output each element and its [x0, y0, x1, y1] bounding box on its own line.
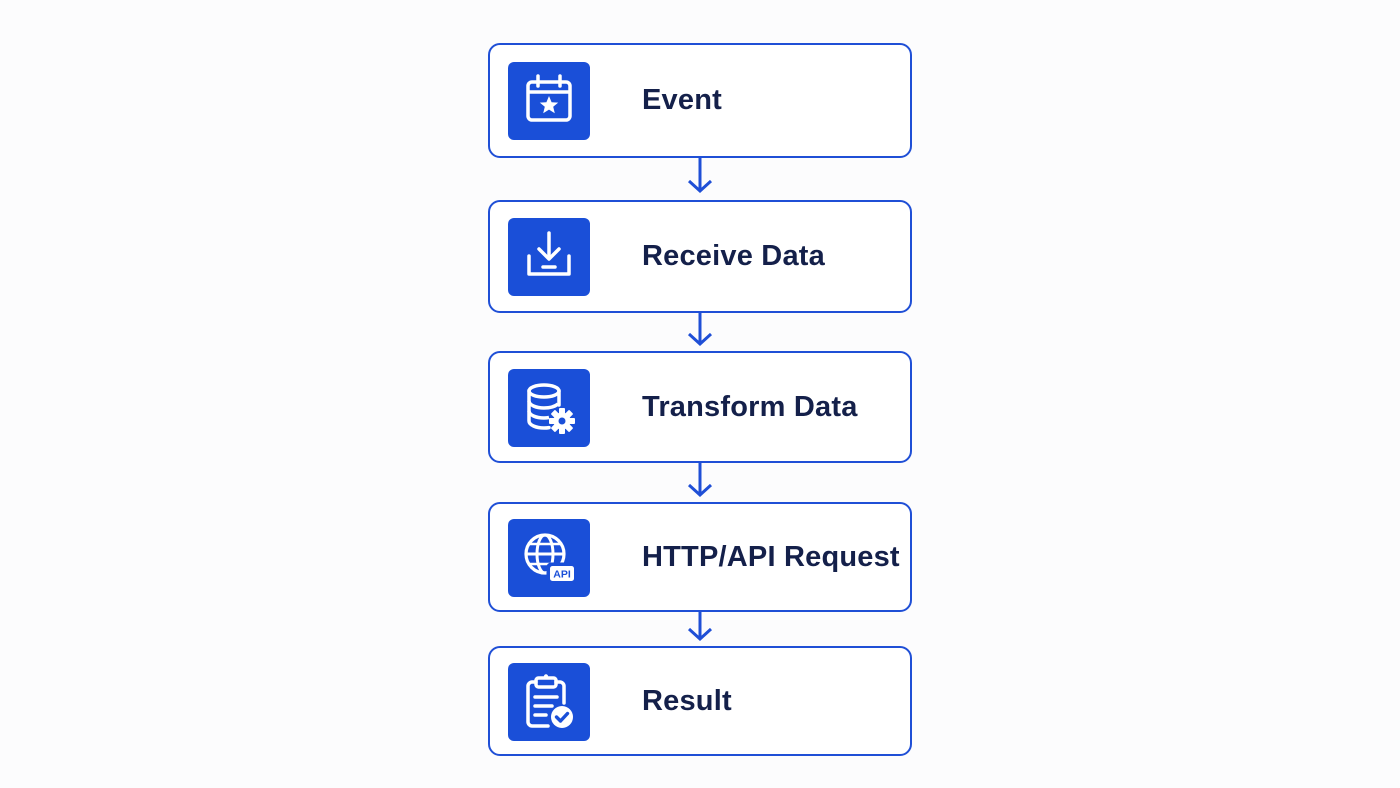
arrow-down-icon [687, 313, 713, 347]
database-gear-icon [508, 369, 590, 447]
step-label-result: Result [642, 684, 732, 717]
step-http-api-request: API HTTP/API Request [488, 502, 912, 612]
step-result: Result [488, 646, 912, 756]
download-tray-icon [508, 218, 590, 296]
arrow-down-icon [687, 463, 713, 498]
step-label-receive-data: Receive Data [642, 240, 825, 272]
calendar-star-icon [508, 62, 590, 140]
step-label-http-api-request: HTTP/API Request [642, 540, 900, 573]
clipboard-check-icon [508, 663, 590, 741]
step-event: Event [488, 43, 912, 158]
step-transform-data: Transform Data [488, 351, 912, 463]
step-label-event: Event [642, 84, 722, 116]
arrow-down-icon [687, 612, 713, 642]
step-receive-data: Receive Data [488, 200, 912, 313]
api-badge-text: API [553, 569, 571, 581]
arrow-down-icon [687, 158, 713, 194]
step-label-transform-data: Transform Data [642, 390, 858, 423]
globe-api-icon: API [508, 519, 590, 597]
